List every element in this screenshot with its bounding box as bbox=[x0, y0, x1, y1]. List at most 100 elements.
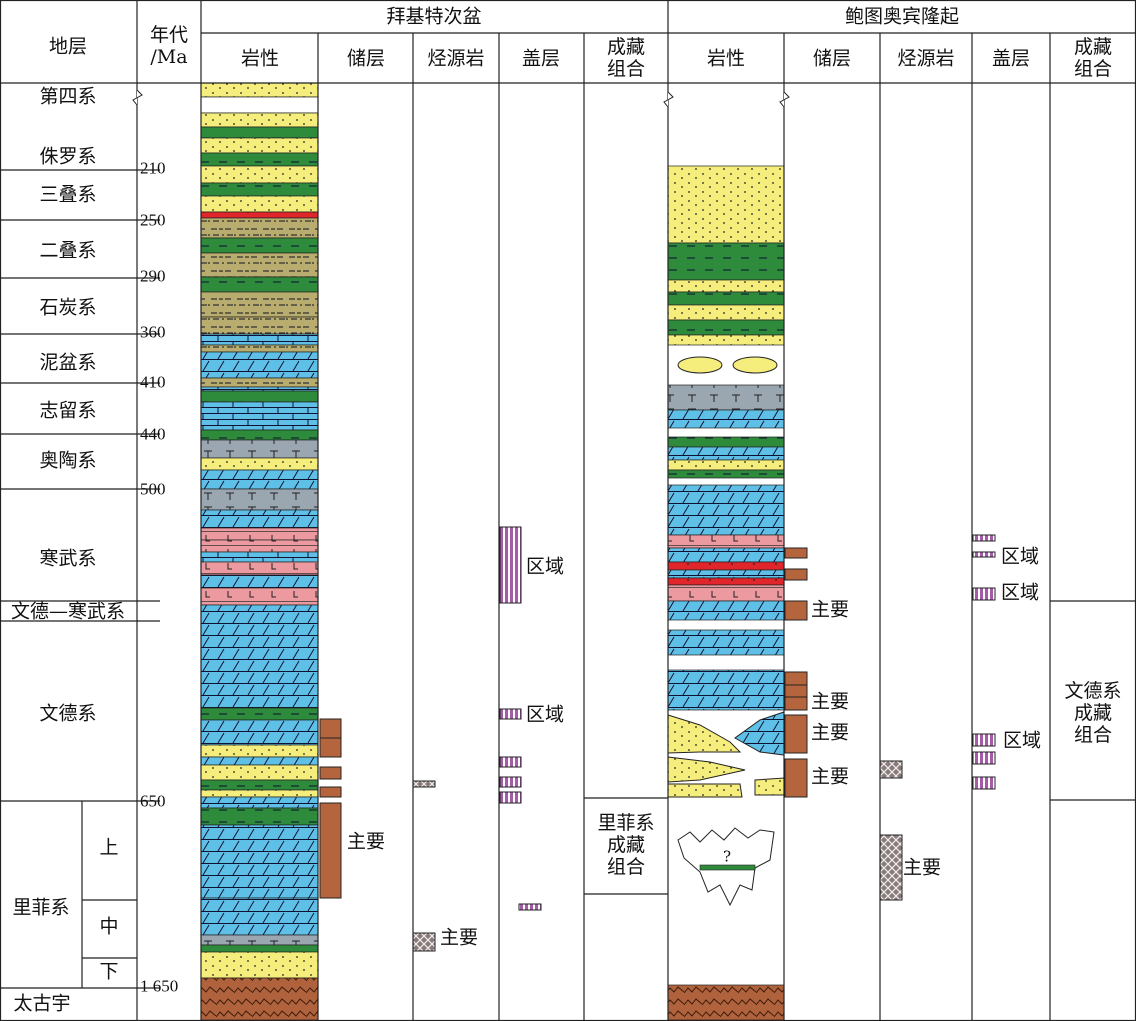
sandstone-layer bbox=[667, 459, 785, 471]
col-seal: 盖层 bbox=[521, 47, 561, 70]
shale-layer bbox=[200, 126, 319, 139]
shale-layer bbox=[200, 182, 319, 197]
siltstone-layer bbox=[200, 316, 319, 335]
reservoir-bar bbox=[784, 600, 808, 621]
source-rock-bar bbox=[412, 932, 436, 952]
seal-bar bbox=[972, 776, 996, 790]
sandstone-layer bbox=[200, 789, 319, 798]
sandstone-layer bbox=[200, 457, 319, 471]
shale-layer bbox=[667, 319, 785, 336]
dolomite-layer bbox=[667, 600, 785, 621]
stratum-riphean-lower: 下 bbox=[99, 960, 119, 983]
siltstone-layer bbox=[200, 291, 319, 318]
sandstone-layer bbox=[200, 165, 319, 184]
siltstone-layer bbox=[200, 252, 319, 278]
sandstone-layer bbox=[667, 165, 785, 244]
dolomite-layer bbox=[667, 629, 785, 656]
sandstone-layer bbox=[200, 951, 319, 979]
seal-bar bbox=[972, 751, 996, 765]
red-bed-layer bbox=[667, 577, 785, 586]
shale-layer bbox=[200, 237, 319, 254]
reservoir-bar bbox=[784, 568, 808, 581]
reservoir-bar bbox=[319, 766, 342, 780]
col-reservoir: 储层 bbox=[346, 47, 386, 70]
dolomite-layer bbox=[667, 484, 785, 536]
stratum-devonian: 泥盆系 bbox=[39, 351, 97, 374]
sandstone-wedge bbox=[667, 783, 743, 798]
volcanic-layer bbox=[667, 584, 785, 602]
header-age: 年代 /Ma bbox=[149, 24, 189, 68]
volcanic-layer bbox=[200, 527, 319, 541]
seal-regional-label: 区域 bbox=[526, 703, 565, 726]
sandstone-wedge bbox=[667, 756, 746, 783]
seal-bar bbox=[499, 756, 522, 768]
shale-layer bbox=[200, 429, 319, 441]
dolomite-layer bbox=[200, 509, 319, 529]
gypsum-layer bbox=[200, 934, 319, 946]
break-mark bbox=[779, 91, 790, 108]
siltstone-layer bbox=[200, 217, 319, 239]
dolomite-layer bbox=[200, 604, 319, 709]
dolomite-layer bbox=[667, 669, 785, 711]
stratum-riphean: 里菲系 bbox=[12, 896, 70, 919]
shale-layer bbox=[667, 242, 785, 281]
reservoir-bar bbox=[319, 718, 342, 739]
col-play: 成藏 组合 bbox=[606, 36, 646, 80]
reservoir-main-label: 主要 bbox=[811, 721, 850, 744]
age-label: 290 bbox=[140, 266, 166, 286]
shale-layer bbox=[667, 291, 785, 306]
stratum-cambrian: 寒武系 bbox=[39, 547, 97, 570]
limestone-layer bbox=[200, 386, 319, 392]
reservoir-main-label: 主要 bbox=[811, 598, 850, 621]
age-label: 410 bbox=[140, 372, 166, 392]
stratum-quaternary: 第四系 bbox=[39, 85, 97, 108]
seal-regional-label: 区域 bbox=[1001, 581, 1040, 604]
reservoir-main-label: 主要 bbox=[811, 765, 850, 788]
shale-layer bbox=[200, 779, 319, 791]
limestone-layer bbox=[200, 551, 319, 563]
dolomite-layer bbox=[200, 351, 319, 379]
gypsum-layer bbox=[200, 488, 319, 511]
stratum-vendian: 文德系 bbox=[39, 702, 97, 725]
reservoir-bar bbox=[784, 684, 808, 698]
stratum-riphean-upper: 上 bbox=[99, 836, 119, 859]
stratum-carboniferous: 石炭系 bbox=[39, 296, 97, 319]
col-lithology: 岩性 bbox=[240, 47, 280, 70]
seal-bar bbox=[972, 733, 996, 747]
age-label: 250 bbox=[140, 210, 166, 230]
volcanic-layer bbox=[200, 539, 319, 553]
sandstone-layer bbox=[667, 304, 785, 321]
break-mark bbox=[132, 89, 143, 106]
stratum-vendian-cambrian: 文德—寒武系 bbox=[10, 600, 126, 623]
age-label: 440 bbox=[140, 424, 166, 444]
gypsum-layer bbox=[200, 439, 319, 459]
col-lithology-2: 岩性 bbox=[706, 47, 746, 70]
reservoir-bar bbox=[319, 737, 342, 758]
sandstone-lens bbox=[677, 356, 723, 374]
shale-layer bbox=[200, 276, 319, 293]
dolomite-layer bbox=[200, 574, 319, 589]
source-main-label: 主要 bbox=[440, 926, 479, 949]
stratum-ordovician: 奥陶系 bbox=[39, 449, 97, 472]
gypsum-layer bbox=[667, 384, 785, 411]
shale-layer bbox=[667, 469, 785, 479]
sandstone-lens bbox=[732, 356, 778, 374]
region-title-uplift: 鲍图奥宾隆起 bbox=[844, 5, 960, 28]
red-bed-layer bbox=[667, 561, 785, 571]
seal-regional-label: 区域 bbox=[1003, 729, 1042, 752]
reservoir-bar bbox=[784, 671, 808, 686]
shale-layer bbox=[667, 436, 785, 448]
seal-regional-label: 区域 bbox=[1001, 545, 1040, 568]
source-rock-bar bbox=[879, 834, 903, 901]
stratum-riphean-middle: 中 bbox=[99, 915, 119, 938]
reservoir-bar bbox=[784, 696, 808, 711]
uplift-lithology-column bbox=[667, 165, 785, 1021]
age-label: 500 bbox=[140, 479, 166, 499]
basement-layer bbox=[667, 984, 785, 1021]
stratum-silurian: 志留系 bbox=[39, 399, 97, 422]
seal-bar bbox=[499, 526, 522, 604]
seal-bar bbox=[499, 776, 522, 788]
dolomite-layer bbox=[200, 897, 319, 936]
play-riphean: 里菲系 成藏 组合 bbox=[597, 812, 655, 878]
